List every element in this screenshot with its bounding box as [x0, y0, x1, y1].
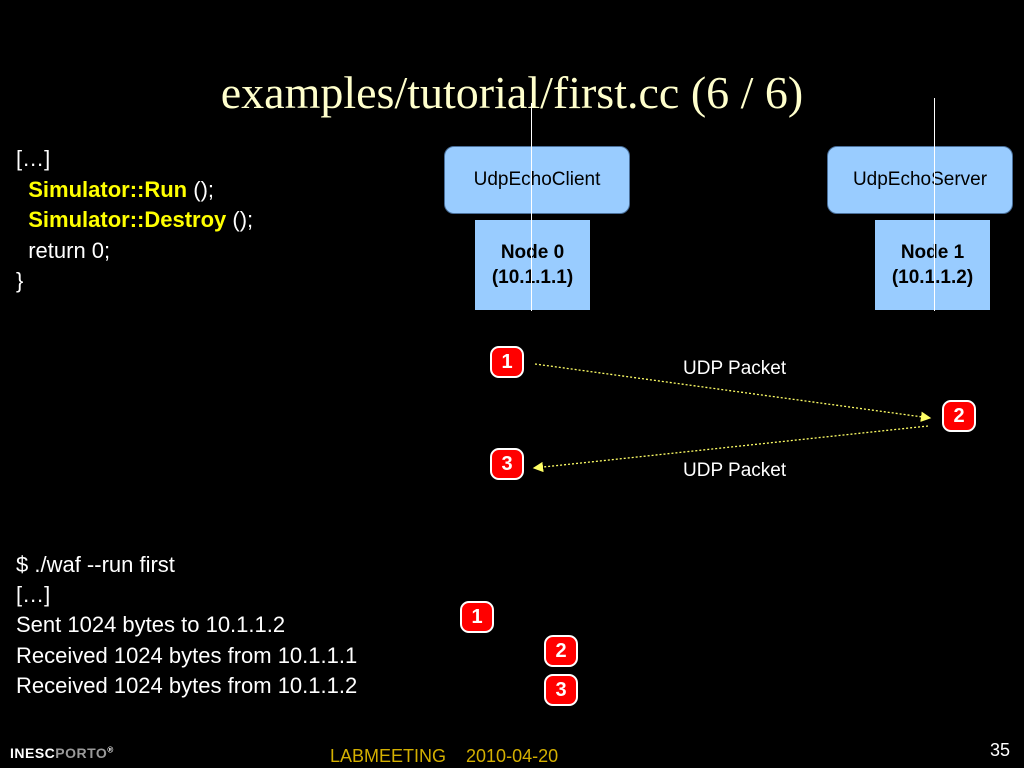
terminal-output: $ ./waf --run first […] Sent 1024 bytes …: [16, 550, 357, 701]
node-0-timeline: [531, 103, 532, 311]
node-1-timeline: [934, 98, 935, 311]
node-1-box: Node 1 (10.1.1.2): [875, 220, 990, 310]
node-0-box: Node 0 (10.1.1.1): [475, 220, 590, 310]
node-1-name: Node 1: [900, 242, 965, 263]
logo-porto: PORTO: [55, 745, 108, 761]
terminal-line: Received 1024 bytes from 10.1.1.2: [16, 672, 358, 698]
code-snippet: […] Simulator::Run (); Simulator::Destro…: [16, 144, 253, 297]
node-0-name: Node 0: [500, 242, 565, 263]
packet-label-1: UDP Packet: [683, 358, 787, 379]
step-badge-1: 1: [490, 346, 524, 378]
terminal-badge-2: 2: [544, 635, 578, 667]
code-simulator-destroy: Simulator::Destroy: [28, 207, 227, 232]
code-ellipsis: […]: [16, 146, 51, 171]
terminal-line: […]: [16, 582, 51, 608]
step-badge-3: 3: [490, 448, 524, 480]
page-number: 35: [989, 740, 1010, 760]
code-close-brace: }: [16, 268, 24, 293]
packet-label-2: UDP Packet: [683, 460, 787, 481]
footer-meeting-date: LABMEETING 2010-04-20: [330, 746, 559, 766]
inesc-porto-logo: INESCPORTO®: [10, 745, 114, 761]
logo-registered: ®: [107, 745, 114, 755]
slide-title: examples/tutorial/first.cc (6 / 6): [220, 67, 804, 118]
code-simulator-run: Simulator::Run: [28, 176, 188, 202]
arrow-request: [534, 363, 932, 422]
terminal-line: Received 1024 bytes from 10.1.1.1: [16, 642, 358, 668]
terminal-badge-3: 3: [544, 674, 578, 706]
udp-echo-client-box: UdpEchoClient: [444, 146, 630, 214]
code-return: return 0;: [16, 237, 111, 263]
code-run-args: ();: [187, 176, 215, 202]
logo-inesc: INESC: [10, 745, 56, 761]
node-0-ip: (10.1.1.1): [491, 267, 574, 288]
node-1-ip: (10.1.1.2): [891, 267, 974, 288]
terminal-line: $ ./waf --run first: [16, 552, 175, 577]
step-badge-2: 2: [942, 400, 976, 432]
terminal-badge-1: 1: [460, 601, 494, 633]
terminal-line: Sent 1024 bytes to 10.1.1.2: [16, 612, 286, 638]
code-destroy-args: ();: [226, 207, 254, 232]
udp-echo-server-box: UdpEchoServer: [827, 146, 1013, 214]
